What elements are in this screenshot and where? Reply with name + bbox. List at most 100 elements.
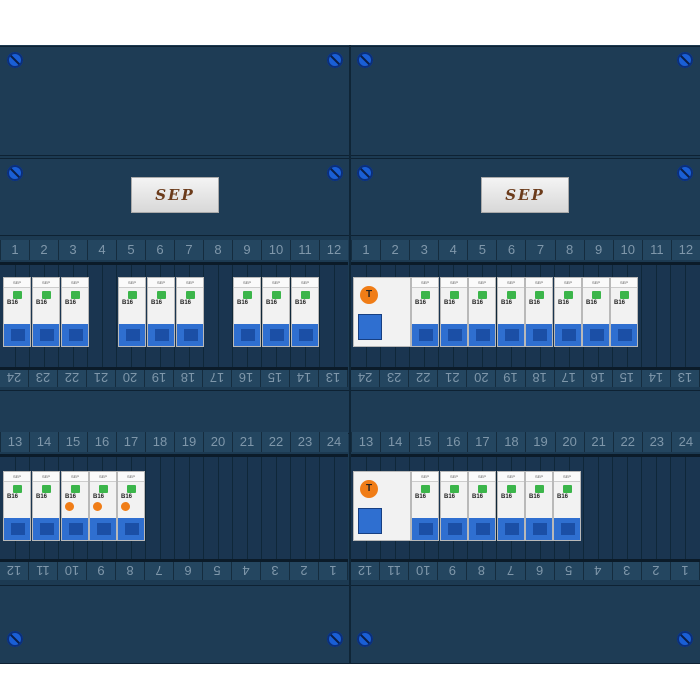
breaker-toggle[interactable] [234,324,260,346]
rail-slot-divider [217,457,219,559]
rail-slot-divider [684,457,686,559]
rail-slot-divider [655,265,657,367]
position-number: 10 [58,560,87,580]
breaker-toggle[interactable] [90,518,116,540]
test-button-icon[interactable] [121,502,130,511]
breaker-toggle[interactable] [526,518,552,540]
breaker-toggle[interactable] [469,324,495,346]
position-number: 2 [290,560,319,580]
breaker-toggle[interactable] [498,324,524,346]
status-indicator [620,291,629,299]
test-button-icon[interactable] [93,502,102,511]
position-number: 4 [438,240,467,260]
status-indicator [478,291,487,299]
residual-current-device[interactable]: T [353,277,411,347]
position-number: 12 [0,560,29,580]
breaker-toggle[interactable] [583,324,609,346]
breaker-rating: B16 [586,300,598,306]
rcd-test-button[interactable]: T [360,480,378,498]
breaker-toggle[interactable] [526,324,552,346]
breaker-brand: SEP [412,278,438,288]
status-indicator [13,485,22,493]
rail-slot-divider [670,457,671,559]
residual-current-device[interactable]: T [353,471,411,541]
breaker-brand: SEP [611,278,637,288]
position-number: 1 [0,240,29,260]
breaker-toggle[interactable] [441,324,467,346]
rail-slot-divider [188,457,190,559]
breaker-toggle[interactable] [4,518,30,540]
breaker-toggle[interactable] [292,324,318,346]
position-number: 2 [380,240,409,260]
breaker-toggle[interactable] [412,518,438,540]
breaker-toggle[interactable] [119,324,145,346]
breaker-toggle[interactable] [498,518,524,540]
breaker-toggle[interactable] [469,518,495,540]
breaker-toggle[interactable] [412,324,438,346]
position-number: 14 [641,367,671,387]
breaker-toggle[interactable] [33,324,59,346]
rail-slot-divider [232,457,233,559]
breaker-toggle[interactable] [177,324,203,346]
position-number: 22 [612,432,642,452]
rcd-test-button[interactable]: T [360,286,378,304]
breaker-toggle[interactable] [118,518,144,540]
breaker-toggle[interactable] [263,324,289,346]
breaker-toggle[interactable] [33,518,59,540]
status-indicator [243,291,252,299]
position-number: 13 [0,432,29,452]
breaker-toggle[interactable] [611,324,637,346]
breaker-toggle[interactable] [62,518,88,540]
screw-icon [677,52,693,68]
breaker-toggle[interactable] [554,518,580,540]
breaker-toggle[interactable] [441,518,467,540]
rcd-toggle[interactable] [358,314,382,340]
position-number: 20 [203,432,232,452]
position-number: 19 [174,432,203,452]
breaker-toggle[interactable] [62,324,88,346]
rail-slot-divider [597,457,599,559]
position-number: 4 [232,560,261,580]
breaker-toggle[interactable] [148,324,174,346]
position-number: 17 [203,367,232,387]
position-number: 5 [554,560,584,580]
breaker-toggle[interactable] [555,324,581,346]
breaker-brand: SEP [263,278,289,288]
breaker-rating: B16 [65,494,77,500]
rail-slot-divider [319,457,320,559]
breaker-toggle[interactable] [4,324,30,346]
position-number: 10 [261,240,290,260]
test-button-icon[interactable] [65,502,74,511]
rcd-toggle[interactable] [358,508,382,534]
